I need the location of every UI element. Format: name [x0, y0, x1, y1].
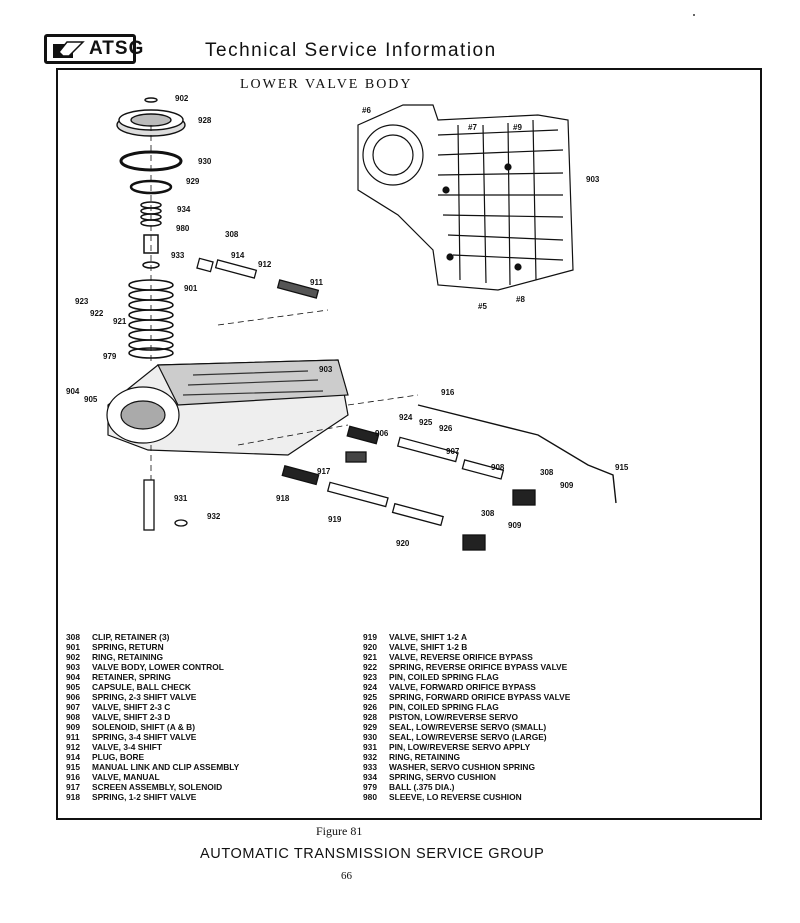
callout-920: 920 [396, 539, 410, 548]
callout-908: 908 [491, 463, 505, 472]
valve-body-drawing [106, 359, 349, 456]
callout-909-b: 909 [508, 521, 522, 530]
callout-904: 904 [66, 387, 80, 396]
callout-921: 921 [113, 317, 127, 326]
callout-901: 901 [184, 284, 198, 293]
callout-hole-5: #5 [478, 302, 487, 311]
callout-929: 929 [186, 177, 200, 186]
callout-906: 906 [375, 429, 389, 438]
callout-912: 912 [258, 260, 272, 269]
callout-917: 917 [317, 467, 331, 476]
scan-speck [693, 14, 695, 16]
callout-903-face: 903 [586, 175, 600, 184]
callout-925: 925 [419, 418, 433, 427]
apply-pin [143, 479, 188, 531]
callout-932: 932 [207, 512, 221, 521]
valve-body-face-view [357, 104, 574, 291]
atsg-logo: ATSG [44, 34, 143, 64]
callout-907: 907 [446, 447, 460, 456]
page-footer: AUTOMATIC TRANSMISSION SERVICE GROUP [200, 846, 545, 862]
manual-link [417, 404, 617, 504]
callout-hole-9: #9 [513, 123, 522, 132]
callout-hole-7: #7 [468, 123, 477, 132]
figure-caption: Figure 81 [316, 824, 363, 838]
callout-924: 924 [399, 413, 413, 422]
phantom-lines [150, 125, 419, 480]
exploded-view-diagram: 902 928 930 929 934 980 308 933 914 912 … [66, 95, 629, 551]
callout-hole-6: #6 [362, 106, 371, 115]
page-number: 66 [341, 870, 352, 882]
callout-hole-8: #8 [516, 295, 525, 304]
callout-928: 928 [198, 116, 212, 125]
callout-902: 902 [175, 95, 189, 103]
callout-914: 914 [231, 251, 245, 260]
callout-933: 933 [171, 251, 185, 260]
callout-308-c: 308 [481, 509, 495, 518]
callout-905: 905 [84, 395, 98, 404]
callout-979: 979 [103, 352, 117, 361]
callout-930: 930 [198, 157, 212, 166]
callout-915: 915 [615, 463, 629, 472]
callout-926: 926 [439, 424, 453, 433]
callout-931: 931 [174, 494, 188, 503]
callout-918: 918 [276, 494, 290, 503]
callout-980: 980 [176, 224, 190, 233]
callout-903-main: 903 [319, 365, 333, 374]
callout-934: 934 [177, 205, 191, 214]
callout-916: 916 [441, 388, 455, 397]
checkmark-logo-icon [53, 41, 85, 58]
valve-train-parts [281, 425, 536, 551]
callout-911: 911 [310, 278, 323, 287]
figure-frame [56, 68, 762, 820]
callout-923: 923 [75, 297, 89, 306]
diagram-title: LOWER VALVE BODY [240, 77, 413, 92]
page-header-title: Technical Service Information [205, 40, 497, 61]
plug-and-3-4-valve [196, 257, 320, 299]
callout-308-a: 308 [225, 230, 239, 239]
callout-308-b: 308 [540, 468, 554, 477]
callout-919: 919 [328, 515, 342, 524]
callout-909-a: 909 [560, 481, 574, 490]
callout-922: 922 [90, 309, 104, 318]
logo-text: ATSG [89, 38, 145, 59]
